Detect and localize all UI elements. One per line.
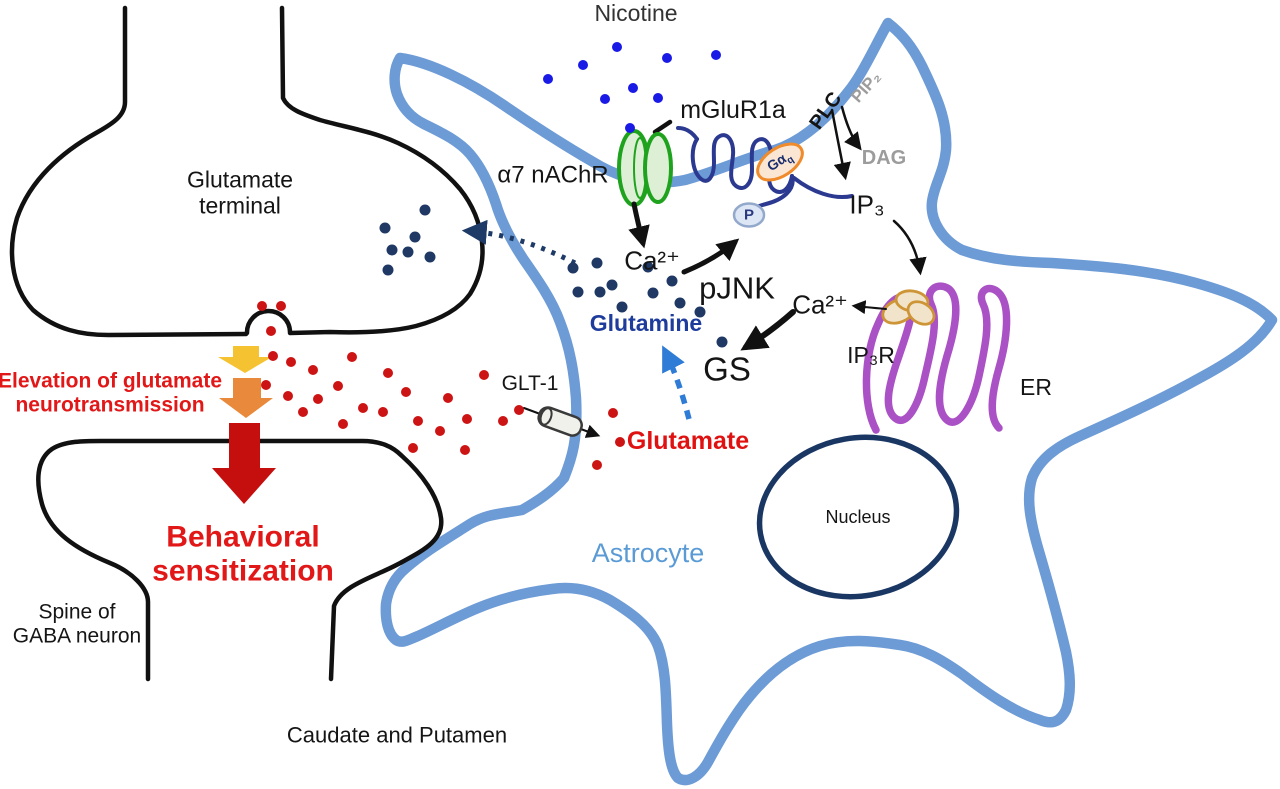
ip3r-shape bbox=[881, 289, 936, 326]
glutamate-terminal-outline bbox=[9, 5, 485, 338]
dag-label: DAG bbox=[861, 146, 907, 169]
mglur1a-label: mGluR1a bbox=[680, 96, 786, 124]
glutamate-terminal-label: Glutamate terminal bbox=[186, 166, 294, 218]
pjnk-label: pJNK bbox=[699, 270, 775, 306]
ca-er-label: Ca²⁺ bbox=[792, 289, 848, 320]
phospho-label: P bbox=[743, 206, 755, 224]
glutamate-label: Glutamate bbox=[626, 427, 750, 455]
ca-plasma-label: Ca²⁺ bbox=[624, 245, 680, 276]
ip3r-label: IP₃R bbox=[847, 342, 895, 369]
elevation-label: Elevation of glutamate neurotransmission bbox=[0, 369, 223, 416]
gs-label: GS bbox=[703, 350, 751, 388]
glt1-transporter bbox=[537, 406, 583, 437]
nicotine-dots bbox=[543, 42, 721, 133]
glutamate-dots bbox=[257, 301, 625, 470]
ligand-tick bbox=[652, 119, 673, 135]
er-label: ER bbox=[1020, 374, 1052, 401]
behavioral-sensitization-label: Behavioral sensitization bbox=[152, 520, 334, 587]
arrow-ip3-to-ip3r bbox=[892, 219, 927, 276]
nicotine-label: Nicotine bbox=[594, 0, 678, 27]
glt1-label: GLT-1 bbox=[501, 372, 559, 396]
arrow-ip3r-to-ca bbox=[851, 300, 887, 315]
arrow-caer-to-gs bbox=[740, 309, 796, 351]
cascade-arrow-yellow bbox=[218, 346, 272, 373]
arrow-nachr-to-ca bbox=[628, 201, 650, 249]
nucleus-label: Nucleus bbox=[825, 506, 891, 527]
glutamine-dots bbox=[379, 204, 728, 348]
a7-nachr-label: α7 nAChR bbox=[497, 161, 609, 189]
astrocyte-membrane bbox=[380, 17, 1278, 786]
spine-outline bbox=[36, 438, 444, 682]
astrocyte-label: Astrocyte bbox=[591, 537, 705, 568]
glutamine-label: Glutamine bbox=[589, 310, 703, 337]
spine-gaba-label: Spine of GABA neuron bbox=[12, 600, 142, 647]
signal-arrows bbox=[523, 105, 927, 438]
arrow-plc-to-ip3 bbox=[830, 108, 851, 181]
nucleus-outline bbox=[756, 434, 960, 600]
arrow-gs-to-glutamine bbox=[662, 345, 692, 420]
vesicle-omega bbox=[244, 308, 293, 336]
caudate-putamen-label: Caudate and Putamen bbox=[286, 722, 508, 748]
arrow-glutamine-to-terminal bbox=[461, 219, 577, 266]
phospho-circle bbox=[732, 202, 766, 228]
arrow-plc-to-dag bbox=[840, 105, 862, 151]
a7-nachr-receptor bbox=[617, 119, 673, 207]
arrow-ca-to-p bbox=[681, 238, 740, 275]
cascade-arrow-orange bbox=[219, 378, 273, 418]
gq-protein bbox=[756, 142, 804, 182]
ip3-label: IP₃ bbox=[849, 189, 885, 220]
cascade-arrow-dark-red bbox=[212, 423, 276, 504]
